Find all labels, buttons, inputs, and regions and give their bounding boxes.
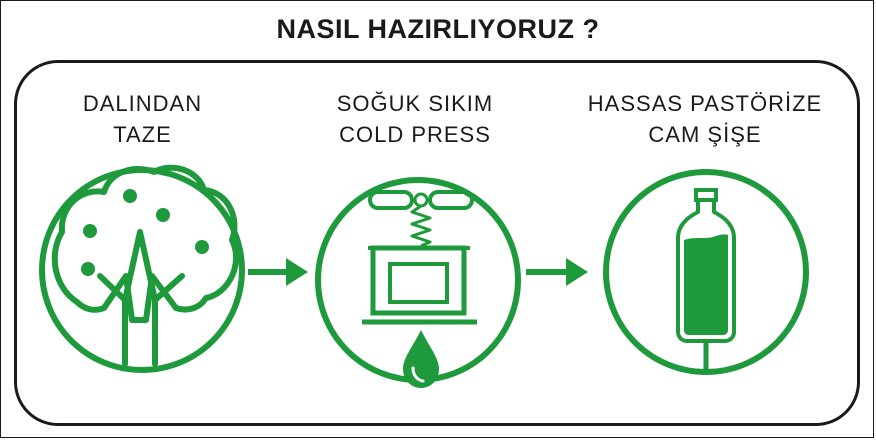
press-screw bbox=[410, 204, 432, 248]
glass-bottle-icon bbox=[603, 169, 809, 375]
step-3-line-2: CAM ŞİŞE bbox=[648, 122, 762, 147]
step-2-line-2: COLD PRESS bbox=[339, 122, 491, 147]
step-2-line-1: SOĞUK SIKIM bbox=[336, 91, 494, 116]
tree-trunk bbox=[97, 229, 185, 367]
bottle-juice-fill bbox=[684, 234, 728, 335]
bottle-cap bbox=[694, 188, 718, 202]
press-handle-right bbox=[428, 190, 474, 210]
step-1-line-2: TAZE bbox=[113, 122, 172, 147]
press-window bbox=[388, 262, 449, 304]
step-1-line-1: DALINDAN bbox=[82, 91, 203, 116]
fruit bbox=[156, 208, 170, 222]
tree-icon bbox=[39, 164, 245, 373]
step-3-line-1: HASSAS PASTÖRİZE bbox=[587, 91, 823, 116]
fruit bbox=[81, 262, 95, 276]
step-2-label: SOĞUK SIKIM COLD PRESS bbox=[300, 88, 530, 150]
arrow-right-icon bbox=[248, 258, 308, 286]
press-body bbox=[370, 245, 467, 316]
step-3-circle bbox=[603, 169, 809, 375]
juice-drop-icon bbox=[403, 330, 439, 388]
arrow-right-icon bbox=[526, 258, 588, 286]
page-title: NASIL HAZIRLIYORUZ ? bbox=[276, 14, 600, 44]
press-hub bbox=[413, 192, 429, 208]
cold-press-icon bbox=[315, 177, 521, 388]
press-handle-left bbox=[368, 190, 414, 210]
fruit bbox=[195, 240, 209, 254]
process-panel bbox=[14, 60, 860, 426]
fruit bbox=[123, 189, 137, 203]
step-3-label: HASSAS PASTÖRİZE CAM ŞİŞE bbox=[555, 88, 855, 150]
drop-highlight bbox=[411, 366, 425, 383]
tree-canopy bbox=[51, 164, 240, 323]
fruit bbox=[83, 224, 97, 238]
step-1-label: DALINDAN TAZE bbox=[40, 88, 245, 150]
